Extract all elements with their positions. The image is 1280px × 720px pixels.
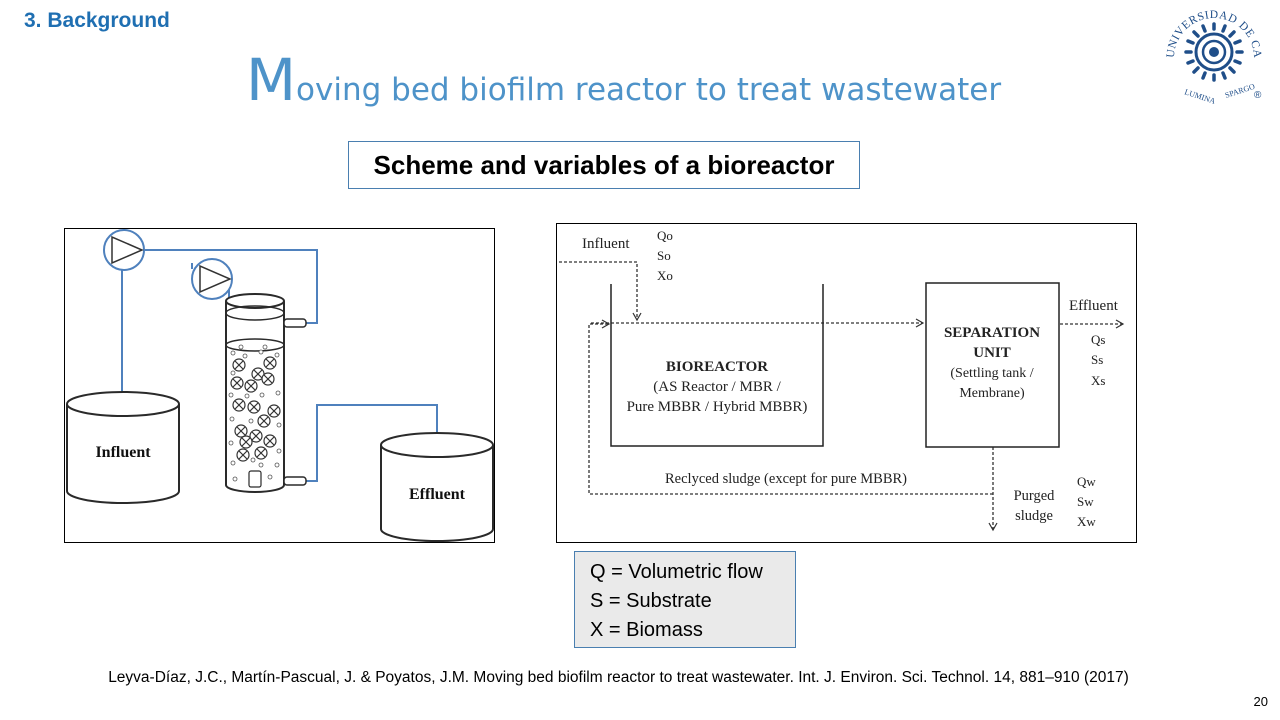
recycled-sludge-label: Reclyced sludge (except for pure MBBR): [665, 471, 907, 487]
carrier-icon: [267, 404, 281, 418]
separation-line2: Membrane): [959, 386, 1025, 401]
pipes: [121, 249, 438, 482]
influent-var-q: Qo: [657, 228, 673, 243]
bubble-icon: [244, 393, 250, 399]
separation-title1: SEPARATION: [944, 325, 1040, 341]
bubble-icon: [262, 344, 268, 350]
bubble-icon: [274, 352, 280, 358]
subtitle-box: Scheme and variables of a bioreactor: [348, 141, 860, 189]
page-number: 20: [1253, 694, 1268, 709]
bubble-icon: [230, 350, 236, 356]
bioreactor-line1: (AS Reactor / MBR /: [653, 379, 781, 395]
influent-var-s: So: [657, 248, 671, 263]
carrier-icon: [249, 429, 263, 443]
reactor-column: [225, 293, 307, 493]
bubble-icon: [274, 462, 280, 468]
pump-1-icon: [103, 229, 145, 271]
bubble-icon: [275, 390, 281, 396]
influent-label: Influent: [95, 444, 151, 461]
carrier-icon: [234, 424, 248, 438]
bubble-icon: [230, 460, 236, 466]
bioreactor-title: BIOREACTOR: [666, 359, 768, 375]
bubble-icon: [267, 474, 273, 480]
biofilm-carriers: [230, 356, 281, 462]
effluent-var-q: Qs: [1091, 332, 1105, 347]
carrier-icon: [232, 398, 246, 412]
mbbr-schematic: Influent Effluent: [66, 229, 494, 542]
effluent-var-x: Xs: [1091, 373, 1105, 388]
flow-lines: [559, 261, 1125, 532]
purged-label-2: sludge: [1015, 508, 1053, 524]
logo-registered-mark: ®: [1254, 90, 1262, 101]
title-rest: oving bed biofilm reactor to treat waste…: [296, 72, 1002, 108]
bubble-icon: [232, 476, 238, 482]
separation-title2: UNIT: [973, 345, 1011, 361]
purged-var-s: Sw: [1077, 494, 1094, 509]
process-scheme-panel: Influent Qo So Xo BIOREACTOR (AS Reactor…: [556, 223, 1137, 543]
bioreactor-box: BIOREACTOR (AS Reactor / MBR / Pure MBBR…: [610, 284, 824, 447]
purged-label-1: Purged: [1014, 488, 1056, 504]
separation-line1: (Settling tank /: [950, 366, 1033, 381]
process-scheme: Influent Qo So Xo BIOREACTOR (AS Reactor…: [559, 228, 1125, 532]
effluent-label: Effluent: [409, 486, 466, 503]
carrier-icon: [257, 414, 271, 428]
air-bubbles: [228, 344, 282, 482]
bubble-icon: [258, 462, 264, 468]
purged-var-q: Qw: [1077, 474, 1096, 489]
bubble-icon: [259, 392, 265, 398]
bubble-icon: [242, 353, 248, 359]
mbbr-schematic-panel: Influent Effluent: [64, 228, 495, 543]
title-first-letter: M: [246, 46, 297, 114]
pump-2-icon: [191, 258, 233, 300]
slide-title: Moving bed biofilm reactor to treat wast…: [246, 50, 1001, 110]
carrier-icon: [230, 376, 244, 390]
bubble-icon: [230, 370, 236, 376]
influent-label: Influent: [582, 236, 630, 252]
carrier-icon: [244, 379, 258, 393]
effluent-var-s: Ss: [1091, 352, 1103, 367]
carrier-icon: [239, 435, 253, 449]
bubble-icon: [258, 349, 264, 355]
logo-sun-icon: [1184, 22, 1244, 82]
legend-item-q: Q = Volumetric flow: [590, 561, 763, 583]
section-label: 3. Background: [24, 9, 170, 32]
carrier-icon: [254, 446, 268, 460]
bubble-icon: [250, 457, 256, 463]
bioreactor-line2: Pure MBBR / Hybrid MBBR): [627, 399, 808, 415]
university-logo: UNIVERSIDAD DE CALDAS LUMINA SPARGO ®: [1158, 2, 1263, 106]
separation-unit-box: SEPARATION UNIT (Settling tank / Membran…: [925, 282, 1060, 448]
bubble-icon: [276, 448, 282, 454]
influent-tank: Influent: [66, 391, 180, 504]
bubble-icon: [238, 344, 244, 350]
influent-var-x: Xo: [657, 268, 673, 283]
purged-var-x: Xw: [1077, 514, 1096, 529]
bubble-icon: [228, 392, 234, 398]
effluent-tank: Effluent: [380, 432, 494, 542]
bubble-icon: [228, 440, 234, 446]
carrier-icon: [263, 434, 277, 448]
effluent-label: Effluent: [1069, 298, 1119, 314]
legend-item-x: X = Biomass: [590, 619, 703, 641]
carrier-icon: [236, 448, 250, 462]
logo-text-lumina: LUMINA: [1183, 87, 1216, 106]
bubble-icon: [248, 418, 254, 424]
carrier-icon: [263, 356, 277, 370]
citation: Leyva-Díaz, J.C., Martín-Pascual, J. & P…: [108, 669, 1129, 686]
logo-text-spargo: SPARGO: [1224, 82, 1256, 100]
variable-legend: Q = Volumetric flow S = Substrate X = Bi…: [574, 551, 796, 648]
legend-item-s: S = Substrate: [590, 590, 712, 612]
carrier-icon: [261, 372, 275, 386]
bubble-icon: [229, 416, 235, 422]
carrier-icon: [232, 358, 246, 372]
bubble-icon: [276, 422, 282, 428]
carrier-icon: [247, 400, 261, 414]
